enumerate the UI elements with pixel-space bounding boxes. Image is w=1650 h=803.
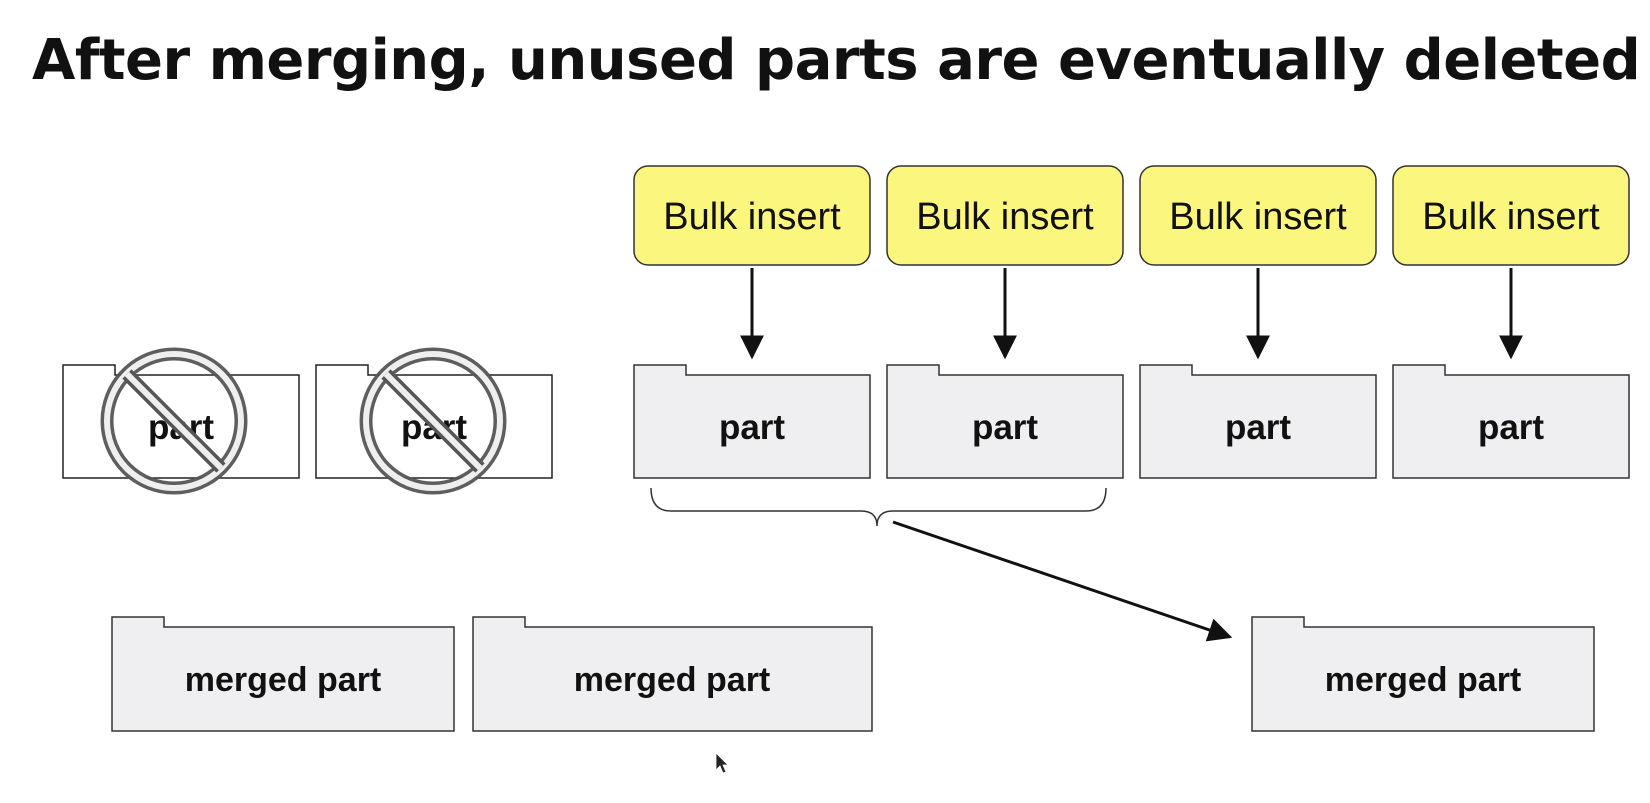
merge-arrow [892,520,1233,642]
part-folder-2: part [886,364,1124,479]
merge-brace [650,487,1107,527]
bulk-insert-label: Bulk insert [1422,196,1600,238]
part-label: part [1225,408,1291,447]
part-folder-4: part [1392,364,1630,479]
no-entry-icon [359,347,507,495]
merged-part-folder-1: merged part [111,616,455,732]
part-label: part [972,408,1038,447]
bulk-insert-label: Bulk insert [916,196,1094,238]
slide-title: After merging, unused parts are eventual… [32,28,1641,93]
merged-part-label: merged part [1325,661,1522,699]
bulk-insert-box-4: Bulk insert [1392,165,1630,266]
merged-part-folder-2: merged part [472,616,873,732]
bulk-insert-box-2: Bulk insert [886,165,1124,266]
deleted-part-1: part [62,347,300,495]
merged-part-label: merged part [574,661,771,699]
mouse-pointer-icon [715,752,729,774]
part-label: part [719,408,785,447]
bulk-insert-label: Bulk insert [663,196,841,238]
no-entry-icon [100,347,248,495]
bulk-insert-label: Bulk insert [1169,196,1347,238]
merged-part-folder-3: merged part [1251,616,1595,732]
merged-part-label: merged part [185,661,382,699]
part-folder-1: part [633,364,871,479]
bulk-insert-box-1: Bulk insert [633,165,871,266]
bulk-insert-box-3: Bulk insert [1139,165,1377,266]
part-folder-3: part [1139,364,1377,479]
part-label: part [1478,408,1544,447]
deleted-part-2: part [315,347,553,495]
